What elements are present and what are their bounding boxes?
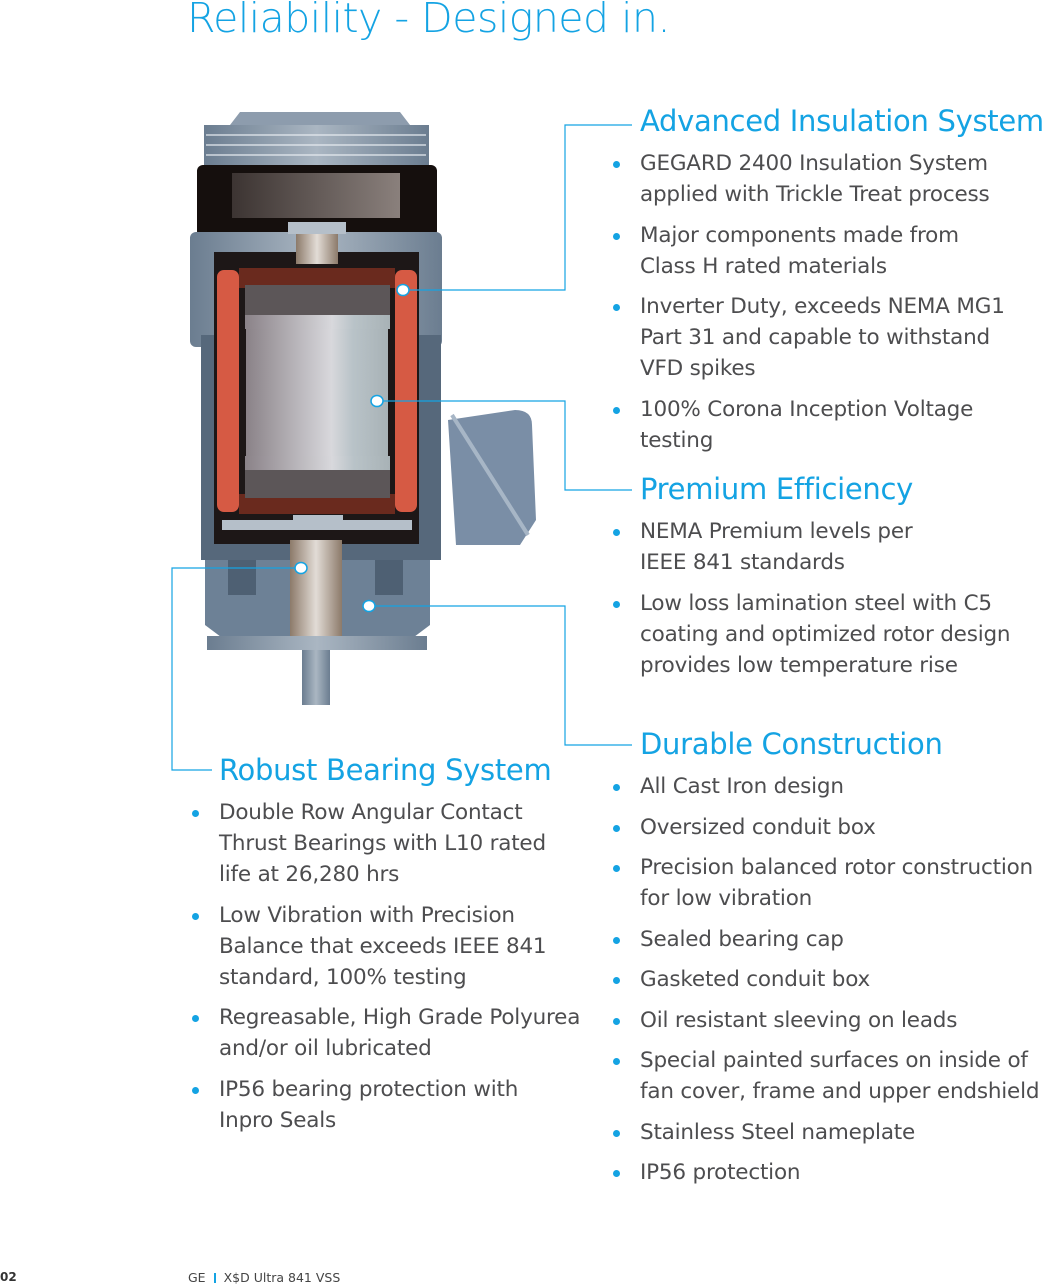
list-item: Major components made from Class H rated… [613,220,1049,282]
rotor [246,329,388,456]
output-shaft [302,650,330,705]
list-item: IP56 protection [612,1157,1039,1188]
list-item: GEGARD 2400 Insulation System applied wi… [613,148,1049,210]
section-bearing: Robust Bearing System Double Row Angular… [191,753,580,1145]
cooling-fan [232,173,400,218]
callout-dot [370,394,384,408]
callout-dot [396,283,410,297]
page-number: 02 [0,1270,17,1284]
list-item: Double Row Angular Contact Thrust Bearin… [191,797,580,890]
list-item: Oil resistant sleeving on leads [612,1005,1039,1036]
list-item: Gasketed conduit box [612,964,1039,995]
leader-line-durable [369,605,632,746]
product-name: X$D Ultra 841 VSS [223,1270,341,1285]
leader-line-insulation [403,124,632,291]
callout-dot [362,599,376,613]
leader-line-efficiency [377,400,632,491]
list-item: Special painted surfaces on inside of fa… [612,1045,1039,1107]
section-durable: Durable Construction All Cast Iron desig… [612,727,1039,1198]
section-heading: Robust Bearing System [219,753,552,787]
bearing-housing [290,540,342,640]
list-item: 100% Corona Inception Voltage testing [613,394,1049,456]
section-efficiency: Premium Efficiency NEMA Premium levels p… [612,472,1011,690]
list-item: Oversized conduit box [612,812,1039,843]
list-item: IP56 bearing protection with Inpro Seals [191,1074,580,1136]
list-item: Stainless Steel nameplate [612,1117,1039,1148]
brand-name: GE [188,1270,206,1285]
callout-dot [294,561,308,575]
list-item: All Cast Iron design [612,771,1039,802]
list-item: Precision balanced rotor construction fo… [612,852,1039,914]
section-heading: Durable Construction [640,727,943,761]
section-insulation: Advanced Insulation System GEGARD 2400 I… [613,104,1049,465]
page-title: Reliability - Designed in. [187,0,671,42]
footer-brand: GE X$D Ultra 841 VSS [188,1270,340,1285]
list-item: Low Vibration with Precision Balance tha… [191,900,580,993]
stator-winding [217,270,239,512]
divider [213,1273,216,1283]
leader-line-bearing [171,567,301,771]
section-heading: Advanced Insulation System [640,104,1044,138]
section-heading: Premium Efficiency [640,472,913,506]
list-item: Inverter Duty, exceeds NEMA MG1 Part 31 … [613,291,1049,384]
list-item: Sealed bearing cap [612,924,1039,955]
list-item: Regreasable, High Grade Polyurea and/or … [191,1002,580,1064]
list-item: Low loss lamination steel with C5 coatin… [612,588,1011,681]
list-item: NEMA Premium levels per IEEE 841 standar… [612,516,1010,578]
